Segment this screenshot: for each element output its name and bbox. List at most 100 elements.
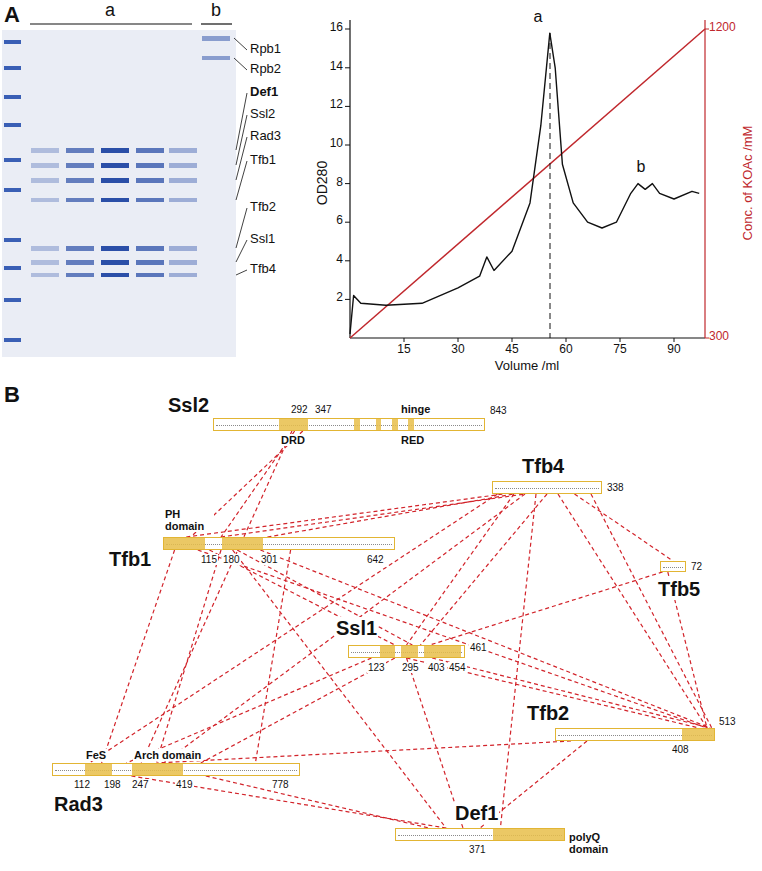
crosslink-line xyxy=(89,494,497,763)
protein-name: Def1 xyxy=(454,802,499,824)
lane-bracket xyxy=(30,23,192,24)
domain-label: Arch domain xyxy=(133,749,202,761)
band-label: Ssl2 xyxy=(250,107,275,122)
residue-number: 115 xyxy=(200,554,218,565)
domain-shade xyxy=(132,764,184,775)
crosslink-line xyxy=(407,658,700,728)
tick-label: 10 xyxy=(330,137,343,151)
protein-bar: Tfb572 xyxy=(660,561,686,572)
tick-label: 8 xyxy=(336,176,343,190)
protein-name: Ssl2 xyxy=(167,394,210,416)
protein-name: Tfb4 xyxy=(521,455,565,477)
sequence-line xyxy=(216,425,482,426)
tick-label: 30 xyxy=(451,343,464,357)
crosslink-line xyxy=(209,550,394,645)
residue-number: 513 xyxy=(718,716,737,727)
sequence-line xyxy=(495,488,599,489)
domain-label: FeS xyxy=(85,749,107,761)
tick-label: 2 xyxy=(336,291,343,305)
residue-number: 371 xyxy=(468,844,487,855)
domain-shade xyxy=(222,538,263,549)
peak-marker xyxy=(550,33,551,338)
lane-label: a xyxy=(105,0,115,21)
chart-axes xyxy=(345,20,709,342)
crosslink-line xyxy=(201,658,395,763)
band-label: Tfb2 xyxy=(250,200,276,215)
crosslink-line xyxy=(432,658,710,728)
tick-label: 300 xyxy=(709,330,729,344)
crosslink-line xyxy=(221,494,525,537)
protein-bar: PH domainTfb1115180301642 xyxy=(163,537,395,550)
crosslink-line xyxy=(421,494,548,645)
domain-shade xyxy=(401,646,418,657)
crosslink-line xyxy=(237,550,412,645)
od280-trace xyxy=(350,33,699,334)
lane-bracket xyxy=(201,23,232,24)
domain-shade xyxy=(164,538,205,549)
protein-name: Rad3 xyxy=(53,793,104,815)
domain-shade xyxy=(682,729,714,740)
crosslink-line xyxy=(591,494,712,728)
peak-label: b xyxy=(637,158,646,176)
residue-number: 301 xyxy=(260,554,279,565)
residue-number: 112 xyxy=(73,779,91,790)
panel-letter: A xyxy=(4,2,20,27)
residue-number: 247 xyxy=(131,779,150,790)
tick-label: 60 xyxy=(559,343,572,357)
band-leaders xyxy=(234,38,247,275)
band-label: Rpb2 xyxy=(250,62,281,77)
domain-label: hinge xyxy=(400,403,431,415)
protein-bar: FeSArch domainRad3112198247419778 xyxy=(52,763,300,776)
gel-lane-b xyxy=(202,36,230,60)
crosslink-line xyxy=(500,494,536,828)
domain-shade xyxy=(392,419,397,430)
residue-number: 292 xyxy=(290,404,309,415)
residue-number: 408 xyxy=(671,744,690,755)
crosslink-line xyxy=(198,550,707,728)
residue-number: 72 xyxy=(690,561,703,572)
crosslink-line xyxy=(267,494,514,537)
residue-number: 198 xyxy=(103,779,122,790)
crosslink-line xyxy=(575,494,674,561)
residue-number: 778 xyxy=(271,779,290,790)
panel-letter: B xyxy=(4,382,20,407)
axis-title: Conc. of KOAc /mM xyxy=(741,126,756,241)
domain-label: PH domain xyxy=(164,508,214,532)
crosslink-line xyxy=(126,658,371,763)
protein-bar: Ssl1461123295403454 xyxy=(348,645,465,658)
lane-label: b xyxy=(211,0,221,21)
protein-bar: Tfb2513408 xyxy=(555,728,715,741)
band-label: Def1 xyxy=(250,85,278,100)
crosslink-line xyxy=(186,494,503,537)
tick-label: 90 xyxy=(667,343,680,357)
crosslink-line xyxy=(156,550,221,763)
sequence-line xyxy=(663,567,683,568)
crosslink-line xyxy=(233,550,446,828)
marker-lane xyxy=(4,40,21,342)
residue-number: 295 xyxy=(401,662,420,673)
band-label: Tfb1 xyxy=(250,153,276,168)
crosslink-line xyxy=(260,550,710,728)
domain-label: RED xyxy=(400,434,425,446)
residue-number: 461 xyxy=(469,642,488,653)
tick-label: 16 xyxy=(330,21,343,35)
tick-label: 45 xyxy=(505,343,518,357)
domain-label: DRD xyxy=(280,434,306,446)
crosslink-line xyxy=(430,572,663,645)
crosslink-line xyxy=(255,550,290,763)
band-label: Ssl1 xyxy=(250,232,275,247)
domain-shade xyxy=(85,764,112,775)
axis-title: Volume /ml xyxy=(495,359,559,374)
band-label: Rad3 xyxy=(250,129,281,144)
protein-name: Tfb1 xyxy=(108,548,152,570)
domain-shade xyxy=(493,829,564,840)
tick-label: 15 xyxy=(397,343,410,357)
crosslink-line xyxy=(221,431,295,537)
tick-label: 12 xyxy=(330,98,343,112)
residue-number: 403 xyxy=(427,662,446,673)
crosslink-line xyxy=(164,494,525,763)
domain-shade xyxy=(376,419,381,430)
residue-number: 347 xyxy=(314,404,333,415)
protein-bar: Ssl2292347hinge843DRDRED xyxy=(213,418,485,431)
